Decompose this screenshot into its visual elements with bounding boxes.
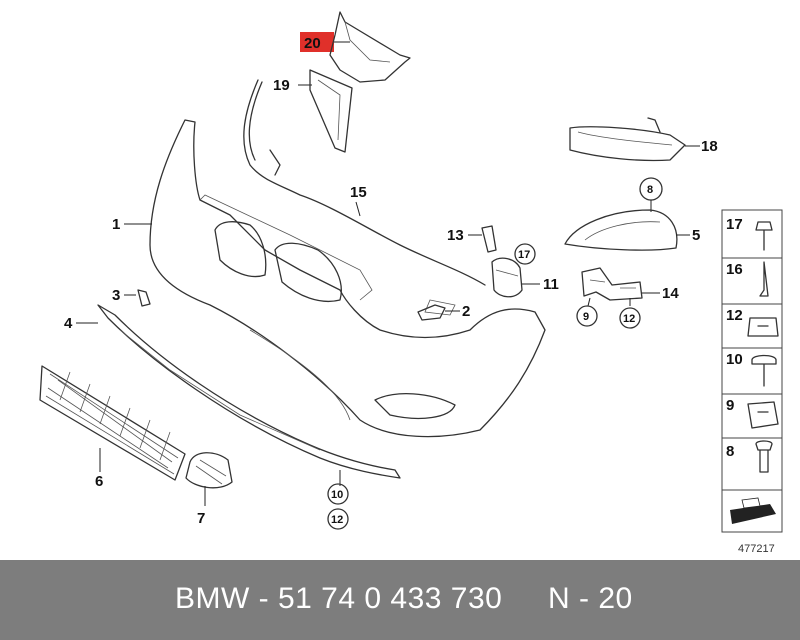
hardware-sidebar: 17 16 12 10 9 8 xyxy=(721,209,783,533)
sidebar-label-12: 12 xyxy=(726,307,743,324)
part-13-sensor xyxy=(481,225,497,253)
part-5-fog-cover xyxy=(564,209,678,251)
arrow-icon xyxy=(730,504,776,524)
part-1-kidney-left xyxy=(214,221,267,278)
part-4-spoiler xyxy=(97,304,401,479)
callout-20-highlight xyxy=(300,32,334,52)
part-2-cover-cap xyxy=(417,304,446,321)
callout-19: 19 xyxy=(273,77,290,94)
sidebar-label-10: 10 xyxy=(726,351,743,368)
callout-3: 3 xyxy=(112,287,120,304)
part-14-bracket xyxy=(581,267,643,301)
part-19-trim xyxy=(309,69,353,153)
callout-1: 1 xyxy=(112,216,120,233)
part-1-kidney-right xyxy=(274,242,342,303)
part-3-clip xyxy=(137,289,151,307)
callout-5: 5 xyxy=(692,227,700,244)
callout-14: 14 xyxy=(662,285,679,302)
part-18-air-duct xyxy=(569,126,686,162)
part-1-bumper-cover xyxy=(149,119,546,438)
footer-part-number: N - 20 xyxy=(548,582,633,615)
sidebar-label-16: 16 xyxy=(726,261,743,278)
callout-2: 2 xyxy=(462,303,470,320)
part-6-grille-mesh xyxy=(39,365,186,481)
callout-13: 13 xyxy=(447,227,464,244)
circle-callout-12-lower: 12 xyxy=(331,514,343,526)
footer-bar: BMW - 51 74 0 433 730 N - 20 xyxy=(0,560,800,640)
circle-callout-9: 9 xyxy=(583,311,589,323)
part-20-air-duct xyxy=(329,11,411,83)
part-11-sensor-holder xyxy=(491,257,523,298)
sidebar-label-9: 9 xyxy=(726,397,734,414)
callout-18: 18 xyxy=(701,138,718,155)
sidebar-label-17: 17 xyxy=(726,216,743,233)
circle-callout-12-bracket: 12 xyxy=(623,313,635,325)
circle-callout-10: 10 xyxy=(331,489,343,501)
parts-diagram: 20 19 15 1 2 3 4 6 7 10 xyxy=(39,11,783,555)
part-15-hose xyxy=(243,79,486,286)
circle-callout-17: 17 xyxy=(518,249,530,261)
callout-4: 4 xyxy=(64,315,73,332)
footer-title: BMW - 51 74 0 433 730 xyxy=(175,582,503,615)
circle-callout-8: 8 xyxy=(647,184,653,196)
callout-7: 7 xyxy=(197,510,205,527)
sidebar-label-8: 8 xyxy=(726,443,734,460)
callout-15: 15 xyxy=(350,184,367,201)
callout-20: 20 xyxy=(304,35,321,52)
callout-6: 6 xyxy=(95,473,103,490)
drawing-number: 477217 xyxy=(738,543,775,555)
part-7-grille-insert xyxy=(185,452,233,489)
callout-11: 11 xyxy=(543,276,559,293)
